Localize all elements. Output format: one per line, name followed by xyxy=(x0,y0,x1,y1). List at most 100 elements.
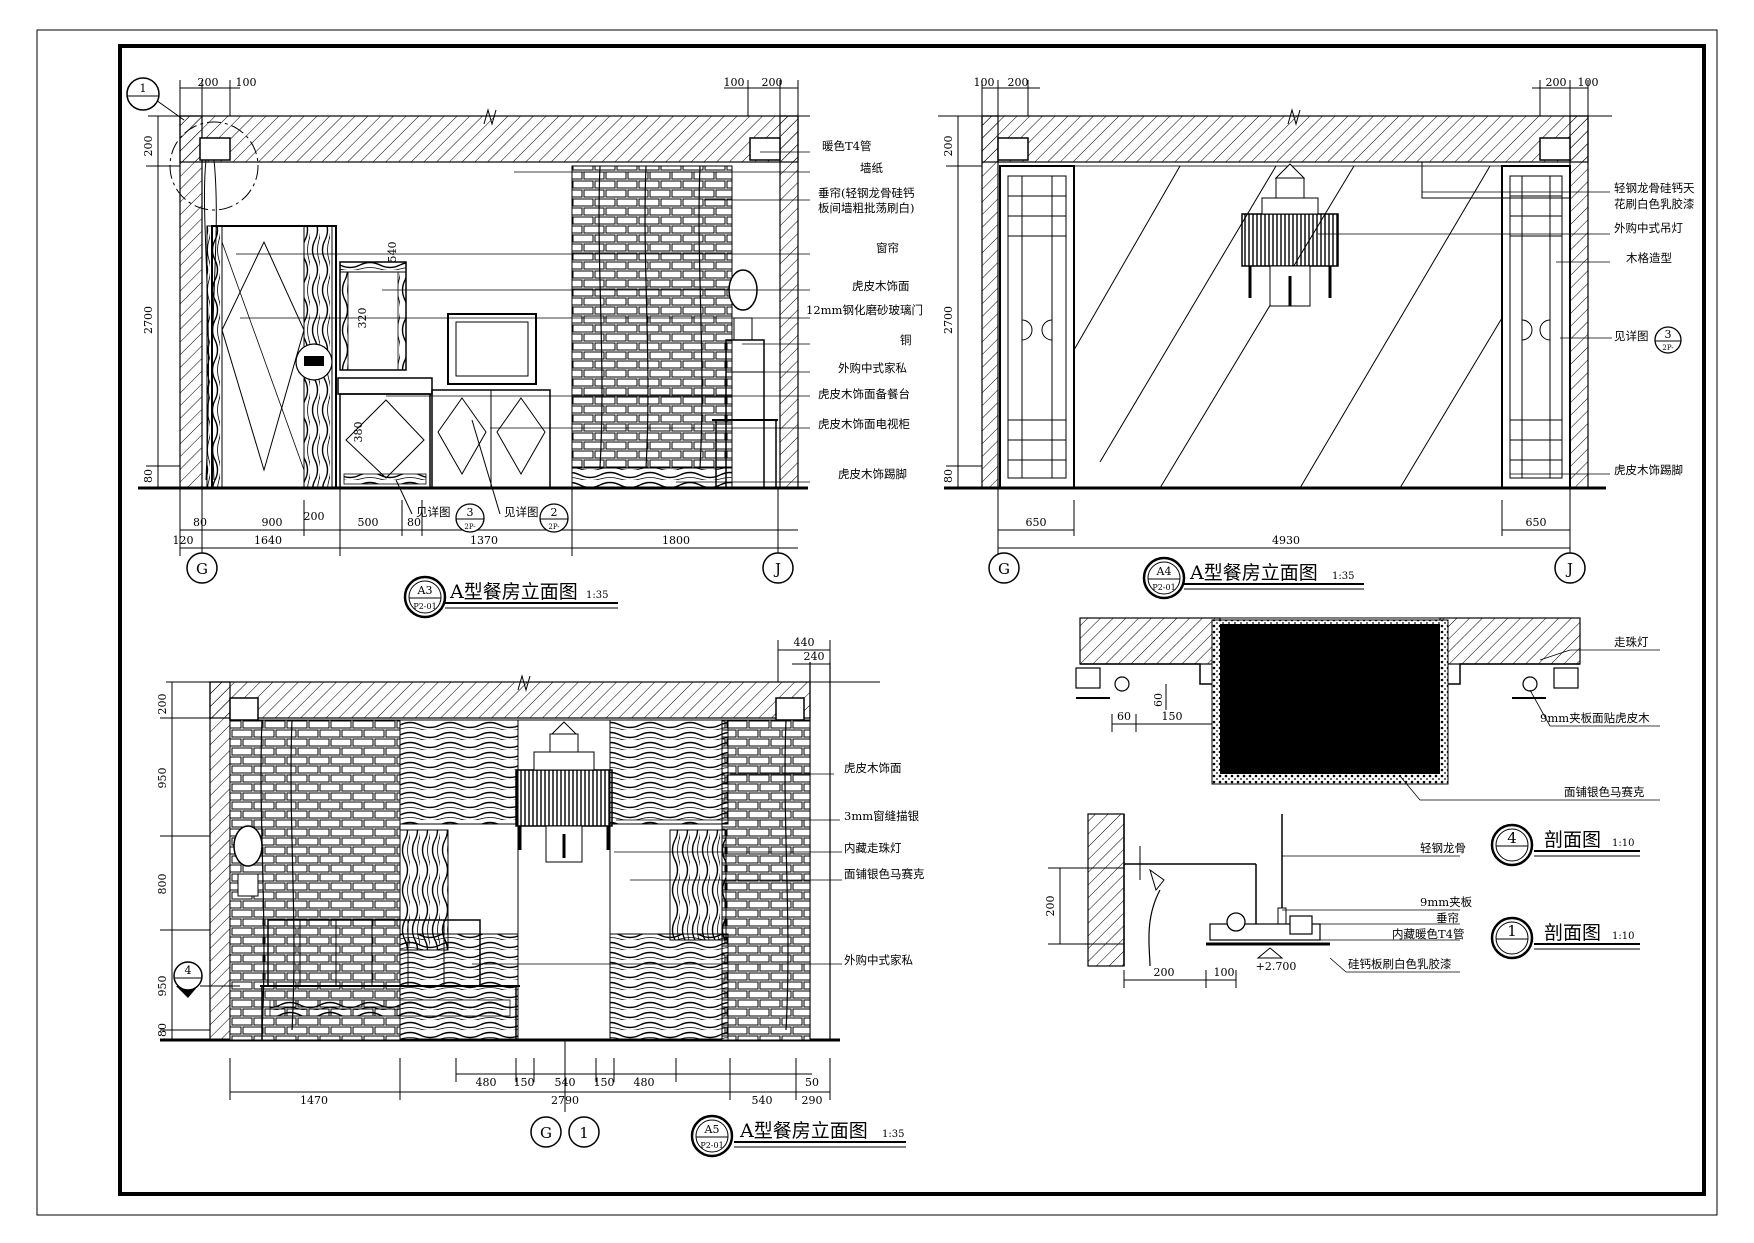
a3-detail-callouts: 见详图 3 2P- 见详图 2 2P- xyxy=(395,419,569,533)
a3-leaders xyxy=(236,151,810,483)
detail-num: 3 xyxy=(1665,328,1672,341)
label: 虎皮木饰踢脚 xyxy=(838,467,907,481)
dim: 200 xyxy=(142,136,155,157)
dim: 50 xyxy=(805,1076,819,1089)
dim: 200 xyxy=(1044,896,1057,917)
axis-j-marker xyxy=(762,552,794,584)
detail-circle xyxy=(539,503,569,533)
title-number: 4 xyxy=(1507,829,1517,847)
dim: 900 xyxy=(262,516,283,529)
title-sheet: P2-01 xyxy=(700,1141,723,1150)
dim: 440 xyxy=(794,636,815,649)
axis-label: J xyxy=(773,560,781,578)
detail-text: 见详图 xyxy=(416,505,451,519)
label: 外购中式家私 xyxy=(844,953,913,967)
label: 面铺银色马赛克 xyxy=(1564,785,1645,799)
title-text: A型餐房立面图 xyxy=(1189,562,1318,584)
title-text: A型餐房立面图 xyxy=(449,581,578,603)
title-scale: 1:10 xyxy=(1612,931,1634,942)
title-text: 剖面图 xyxy=(1544,829,1601,851)
sec1-title-block: 1 剖面图 1:10 xyxy=(1490,916,1640,960)
elevation-a4: 100 200 200 100 200 2700 80 650 4930 650 xyxy=(938,76,1695,600)
label: 暖色T4管 xyxy=(822,139,872,153)
dim: 480 xyxy=(634,1076,655,1089)
dim: 150 xyxy=(594,1076,615,1089)
a4-title-block: A4 P2-01 A型餐房立面图 1:35 xyxy=(1142,556,1364,600)
a5-title-block: A5 P2-01 A型餐房立面图 1:35 xyxy=(690,1114,906,1158)
label: 木格造型 xyxy=(1626,251,1672,265)
label: 硅钙板刷白色乳胶漆 xyxy=(1348,957,1452,971)
label: 12mm钢化磨砂玻璃门 xyxy=(806,303,923,317)
dim: 100 xyxy=(236,76,257,89)
detail-num: 2 xyxy=(551,506,558,519)
dim: 100 xyxy=(1578,76,1599,89)
title-scale: 1:35 xyxy=(1332,571,1354,582)
a4-lattice-right xyxy=(1501,165,1571,489)
label: 墙纸 xyxy=(860,161,883,175)
a3-top-dims: 200 100 100 200 xyxy=(179,76,799,116)
axis-label: G xyxy=(540,1124,552,1142)
elevation-a5: 440 240 200 950 800 950 80 480 xyxy=(156,636,925,1158)
dim: 200 xyxy=(156,694,169,715)
label: 花刷白色乳胶漆 xyxy=(1614,197,1695,211)
a4-dims: 100 200 200 100 200 2700 80 650 4930 650 xyxy=(942,76,1599,556)
title-tag: A5 xyxy=(704,1123,720,1136)
axis-1-marker xyxy=(568,1116,600,1148)
dim: 200 xyxy=(942,136,955,157)
section-1: 200 200 100 +2.700 轻钢龙骨 9mm夹板 垂帘 内藏暖色T4管… xyxy=(1044,813,1640,988)
dim: 150 xyxy=(1162,710,1183,723)
callout-1-marker xyxy=(126,77,160,111)
outer-frame xyxy=(36,29,1718,1216)
label: 9mm夹板面贴虎皮木 xyxy=(1540,711,1650,725)
detail-sheet: 2P- xyxy=(464,523,476,531)
label: 外购中式吊灯 xyxy=(1614,221,1683,235)
a3-title-block: A3 P2-01 A型餐房立面图 1:35 xyxy=(403,575,618,619)
a5-section-callout: 4 xyxy=(173,961,240,998)
dim: 200 xyxy=(304,510,325,523)
dim: 200 xyxy=(762,76,783,89)
dim: 100 xyxy=(724,76,745,89)
a3-left-dims: 200 2700 80 540 320 380 xyxy=(142,116,399,488)
axis-label: 1 xyxy=(579,1124,589,1142)
title-text: 剖面图 xyxy=(1544,922,1601,944)
label: 铜 xyxy=(900,333,912,347)
label: 虎皮木饰面 xyxy=(852,279,910,293)
detail-circle xyxy=(455,503,485,533)
label: 窗帘 xyxy=(876,241,899,255)
a4-pendant-lamp xyxy=(1241,163,1339,307)
sec4-title-block: 4 剖面图 1:10 xyxy=(1490,823,1640,867)
callout-1-number: 1 xyxy=(140,82,147,95)
a5-dims: 440 240 200 950 800 950 80 480 xyxy=(156,636,831,1107)
dim: 950 xyxy=(156,976,169,997)
axis-g-marker xyxy=(988,552,1020,584)
title-number: 1 xyxy=(1507,922,1517,940)
dim: 120 xyxy=(173,534,194,547)
dim: 100 xyxy=(974,76,995,89)
axis-g-marker xyxy=(530,1116,562,1148)
dim: 290 xyxy=(802,1094,823,1107)
axis-g-marker xyxy=(186,552,218,584)
dim: 80 xyxy=(142,469,155,483)
title-sheet: P2-01 xyxy=(413,602,436,611)
title-scale: 1:10 xyxy=(1612,838,1634,849)
dim: 650 xyxy=(1026,516,1047,529)
section-4: 60 150 60 走珠灯 9mm夹板面贴虎皮木 面铺银色马赛克 4 剖面图 1… xyxy=(1075,617,1660,867)
dim: 2700 xyxy=(942,306,955,334)
detail-sheet: 2P- xyxy=(1662,344,1674,352)
a5-labels: 虎皮木饰面 3mm窗缝描银 内藏走珠灯 面铺银色马赛克 外购中式家私 xyxy=(844,761,925,967)
inner-frame xyxy=(118,44,1706,1196)
label: 虎皮木饰面 xyxy=(844,761,902,775)
title-tag: A3 xyxy=(417,584,433,597)
detail-sheet: 2P- xyxy=(548,523,560,531)
title-scale: 1:35 xyxy=(586,590,608,601)
axis-label: J xyxy=(1565,560,1573,578)
detail-num: 3 xyxy=(467,506,474,519)
label: 外购中式家私 xyxy=(838,361,907,375)
label: 内藏走珠灯 xyxy=(844,841,902,855)
dim: 200 xyxy=(198,76,219,89)
dim: 80 xyxy=(407,516,421,529)
level: +2.700 xyxy=(1256,960,1297,973)
dim: 380 xyxy=(352,422,365,443)
label: 轻钢龙骨 xyxy=(1420,841,1466,855)
